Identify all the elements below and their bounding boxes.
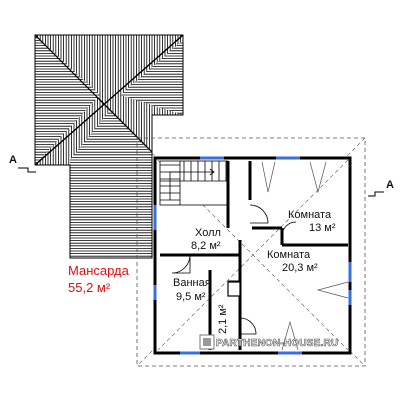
room-name-hall: Холл <box>195 227 221 239</box>
room-area-room-2: 20,3 м² <box>282 262 318 274</box>
room-area-bathroom: 9,5 м² <box>176 291 206 303</box>
svg-text:PARTHENON-HOUSE.RU: PARTHENON-HOUSE.RU <box>216 338 338 349</box>
windows <box>153 156 352 355</box>
roof-overhang-outline <box>136 137 366 367</box>
room-name-bathroom: Ванная <box>173 277 211 289</box>
svg-text:A: A <box>9 154 17 166</box>
section-marker-right: A <box>368 179 394 197</box>
dormers <box>261 161 349 351</box>
room-area-hall: 8,2 м² <box>191 240 221 252</box>
room-name-room-2: Комната <box>267 249 311 261</box>
room-area-closet: 2,1 м² <box>217 304 229 334</box>
staircase <box>159 160 229 206</box>
room-name-room-1: Комната <box>288 209 332 221</box>
watermark: PARTHENON-HOUSE.RU <box>199 334 338 350</box>
doors <box>171 204 297 335</box>
floor-title: Мансарда <box>68 263 130 278</box>
section-marker-left: A <box>9 154 36 173</box>
floor-area: 55,2 м² <box>68 280 111 295</box>
room-area-room-1: 13 м² <box>309 222 336 234</box>
svg-text:A: A <box>386 179 394 191</box>
